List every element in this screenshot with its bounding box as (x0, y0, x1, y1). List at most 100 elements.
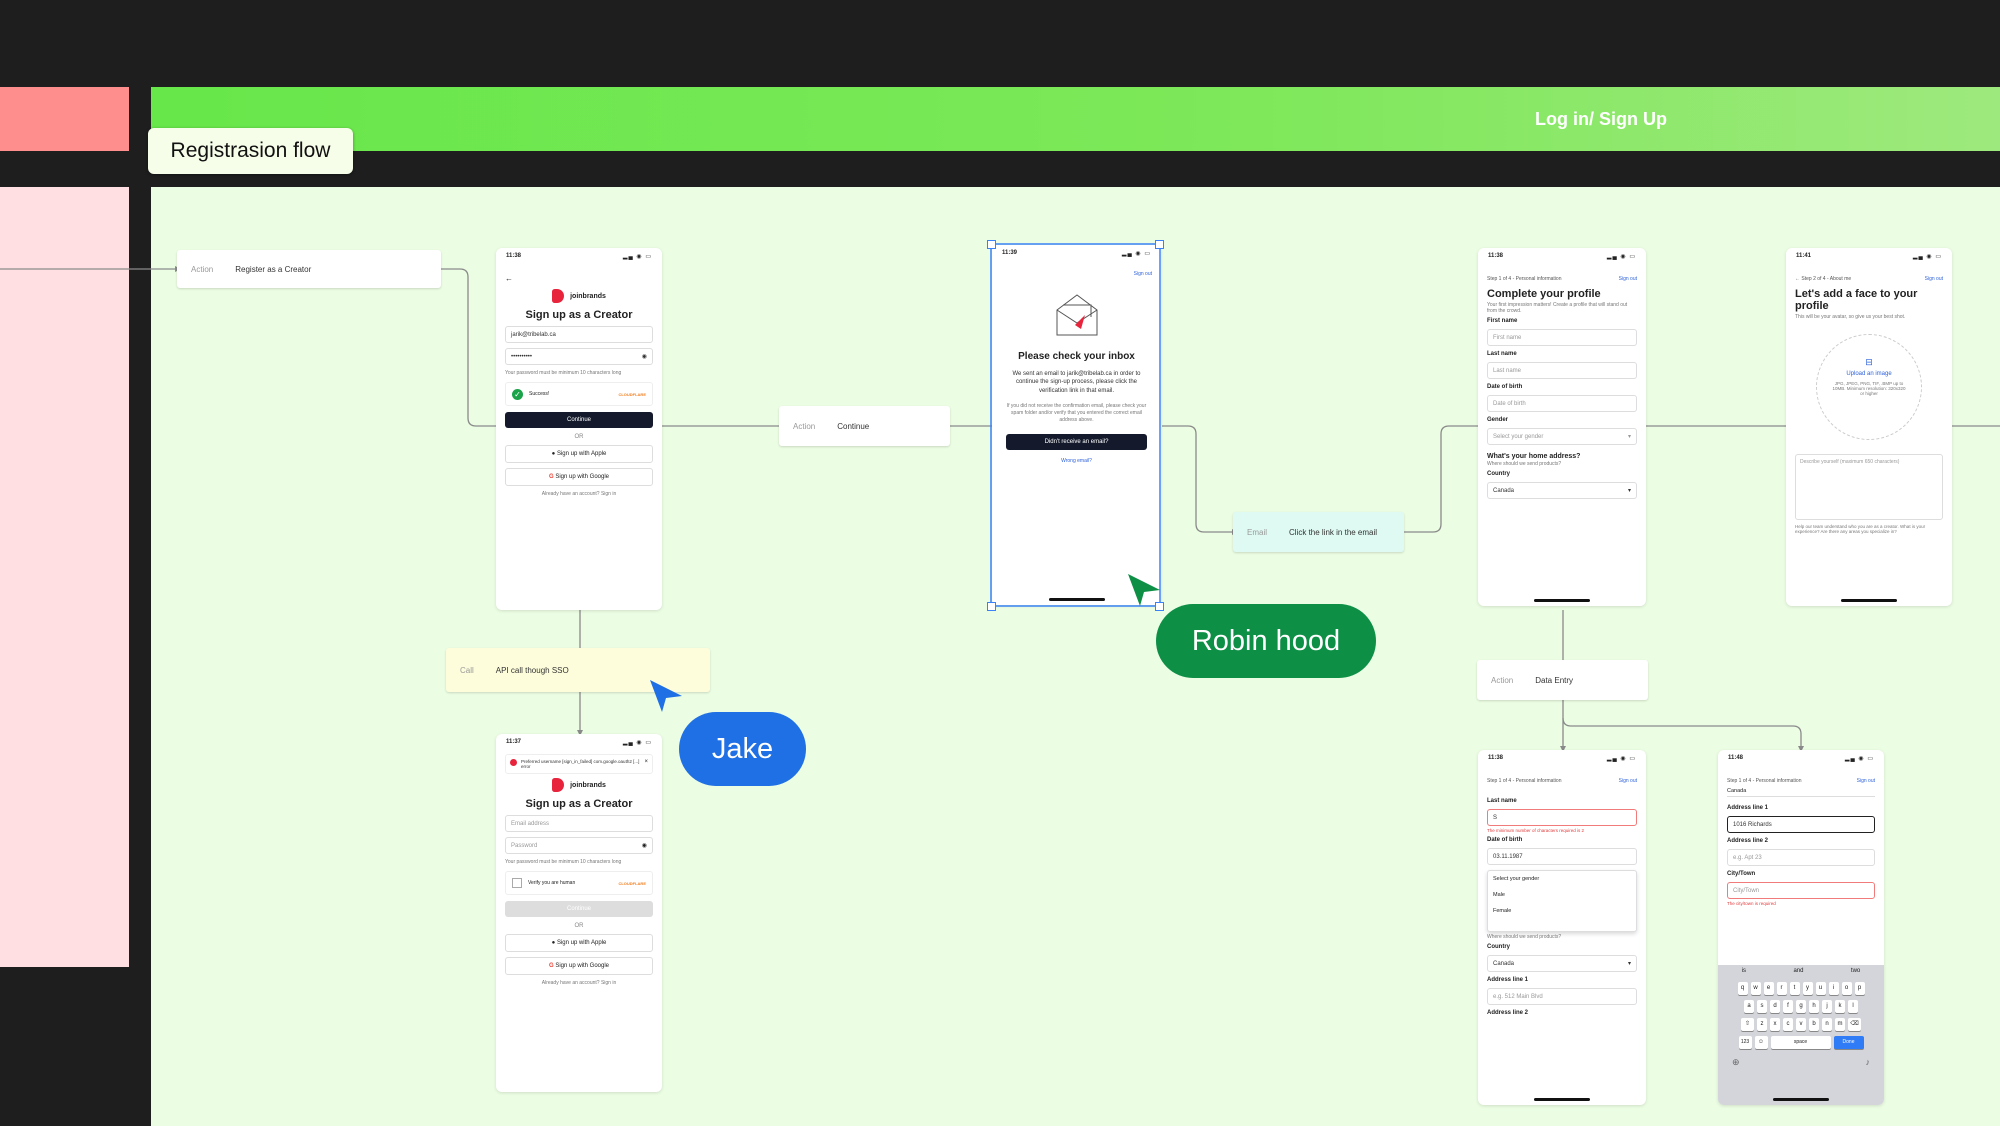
selection-frame[interactable] (985, 239, 1167, 611)
google-signup-button[interactable]: G Sign up with Google (505, 468, 653, 486)
country-select[interactable]: Canada▾ (1487, 955, 1637, 972)
sign-out-link[interactable]: Sign out (1133, 271, 1152, 277)
keyboard-key[interactable]: j (1822, 1000, 1832, 1013)
note-email[interactable]: Email Click the link in the email (1233, 512, 1404, 552)
avatar-upload-zone[interactable]: ⊟ Upload an image JPG, JPEG, PNG, TIF, .… (1816, 334, 1922, 440)
screen-signup[interactable]: 11:38▂▄ ◉ ▭ ← joinbrands Sign up as a Cr… (496, 248, 662, 610)
sign-out-link[interactable]: Sign out (1924, 276, 1943, 282)
captcha-widget[interactable]: Verify you are human CLOUDFLARE (505, 871, 653, 895)
password-field[interactable]: ••••••••••◉ (505, 348, 653, 365)
gender-option[interactable]: Female (1493, 908, 1512, 914)
keyboard-key[interactable]: b (1809, 1018, 1819, 1031)
screen-data-entry-gender[interactable]: 11:38▂▄ ◉ ▭ Step 1 of 4 - Personal infor… (1478, 750, 1646, 1105)
resize-handle[interactable] (987, 240, 996, 249)
resize-handle[interactable] (1155, 240, 1164, 249)
back-arrow-icon[interactable]: ← (505, 274, 513, 283)
suggestion[interactable]: two (1850, 968, 1861, 974)
keyboard-key[interactable]: g (1796, 1000, 1806, 1013)
keyboard-key[interactable]: c (1783, 1018, 1793, 1031)
gender-option[interactable]: Male (1493, 892, 1505, 898)
dob-field[interactable]: 03.11.1987 (1487, 848, 1637, 865)
resize-handle[interactable] (1155, 602, 1164, 611)
keyboard-key[interactable]: y (1802, 982, 1813, 995)
close-icon[interactable]: × (644, 759, 648, 765)
last-name-field[interactable]: Last name (1487, 362, 1637, 379)
back-arrow-icon[interactable]: ← (1795, 276, 1802, 282)
screen-complete-profile[interactable]: 11:38▂▄ ◉ ▭ Step 1 of 4 - Personal infor… (1478, 248, 1646, 606)
describe-textarea[interactable]: Describe yourself (maximum 650 character… (1795, 454, 1943, 520)
dob-field[interactable]: Date of birth (1487, 395, 1637, 412)
gender-select[interactable]: Select your gender▾ (1487, 428, 1637, 445)
suggestion[interactable]: is (1741, 968, 1747, 974)
gender-option[interactable]: Select your gender (1493, 876, 1540, 882)
keyboard-key[interactable]: t (1789, 982, 1800, 995)
address1-field[interactable]: 1016 Richards (1727, 816, 1875, 833)
signin-link[interactable]: Already have an account? Sign in (541, 980, 617, 986)
microphone-icon[interactable]: ♪ (1865, 1057, 1871, 1067)
captcha-checkbox[interactable] (512, 878, 522, 888)
backspace-key-icon[interactable]: ⌫ (1848, 1018, 1861, 1031)
keyboard-key[interactable]: z (1757, 1018, 1767, 1031)
city-field[interactable]: City/Town (1727, 882, 1875, 899)
keyboard-key[interactable]: a (1744, 1000, 1754, 1013)
keyboard-key[interactable]: e (1763, 982, 1774, 995)
section-label[interactable]: Registrasion flow (148, 128, 353, 174)
country-select[interactable]: Canada (1727, 788, 1875, 797)
keyboard-key[interactable]: n (1822, 1018, 1832, 1031)
keyboard-key[interactable]: f (1783, 1000, 1793, 1013)
keyboard-key[interactable]: p (1854, 982, 1865, 995)
keyboard-key[interactable]: i (1828, 982, 1839, 995)
resize-handle[interactable] (987, 602, 996, 611)
keyboard-key[interactable]: m (1835, 1018, 1845, 1031)
globe-icon[interactable]: ⊕ (1732, 1057, 1740, 1067)
address1-field[interactable]: e.g. 512 Main Blvd (1487, 988, 1637, 1005)
first-name-field[interactable]: First name (1487, 329, 1637, 346)
last-name-field[interactable]: S (1487, 809, 1637, 826)
email-field[interactable]: jarik@tribelab.ca (505, 326, 653, 343)
country-select[interactable]: Canada▾ (1487, 482, 1637, 499)
apple-signup-button[interactable]: ● Sign up with Apple (505, 934, 653, 952)
email-field[interactable]: Email address (505, 815, 653, 832)
address2-field[interactable]: e.g. Apt 23 (1727, 849, 1875, 866)
keyboard-key[interactable]: x (1770, 1018, 1780, 1031)
signin-link[interactable]: Already have an account? Sign in (541, 491, 617, 497)
note-data-entry[interactable]: Action Data Entry (1477, 660, 1648, 700)
sign-out-link[interactable]: Sign out (1618, 276, 1637, 282)
keyboard-key[interactable]: u (1815, 982, 1826, 995)
sign-out-link[interactable]: Sign out (1856, 778, 1875, 784)
password-field[interactable]: Password◉ (505, 837, 653, 854)
shift-key-icon[interactable]: ⇧ (1741, 1018, 1754, 1031)
sign-out-link[interactable]: Sign out (1618, 778, 1637, 784)
keyboard-key[interactable]: o (1841, 982, 1852, 995)
note-register-action[interactable]: Action Register as a Creator (177, 250, 441, 288)
eye-icon[interactable]: ◉ (641, 843, 647, 849)
gender-dropdown[interactable]: Select your gender Male Female (1487, 870, 1637, 932)
screen-signup-error[interactable]: 11:37▂▄ ◉ ▭ Preferred username [sign_in_… (496, 734, 662, 1092)
google-signup-button[interactable]: G Sign up with Google (505, 957, 653, 975)
keyboard-key[interactable]: k (1835, 1000, 1845, 1013)
resend-email-button[interactable]: Didn't receive an email? (1006, 434, 1147, 451)
keyboard-key[interactable]: w (1750, 982, 1761, 995)
keyboard-key[interactable]: l (1848, 1000, 1858, 1013)
upload-link[interactable]: Upload an image (1846, 371, 1892, 377)
keyboard-key[interactable]: r (1776, 982, 1787, 995)
wrong-email-link[interactable]: Wrong email? (1061, 458, 1092, 465)
suggestion[interactable]: and (1793, 968, 1804, 974)
space-key[interactable]: space (1770, 1036, 1831, 1049)
screen-data-entry-address[interactable]: 11:48▂▄ ◉ ▭ Step 1 of 4 - Personal infor… (1718, 750, 1884, 1105)
keyboard-key[interactable]: v (1796, 1018, 1806, 1031)
note-api-call[interactable]: Call API call though SSO (446, 648, 710, 692)
continue-button[interactable]: Continue (505, 412, 653, 428)
continue-button-disabled[interactable]: Continue (505, 901, 653, 917)
captcha-widget[interactable]: ✓ Success! CLOUDFLARE (505, 382, 653, 406)
keyboard-key[interactable]: d (1770, 1000, 1780, 1013)
note-continue-action[interactable]: Action Continue (779, 406, 950, 446)
emoji-key-icon[interactable]: ☺ (1754, 1036, 1768, 1049)
eye-icon[interactable]: ◉ (641, 354, 647, 360)
keyboard-key[interactable]: h (1809, 1000, 1819, 1013)
keyboard-key[interactable]: q (1737, 982, 1748, 995)
apple-signup-button[interactable]: ● Sign up with Apple (505, 445, 653, 463)
section-banner[interactable]: Log in/ Sign Up (151, 87, 2000, 151)
